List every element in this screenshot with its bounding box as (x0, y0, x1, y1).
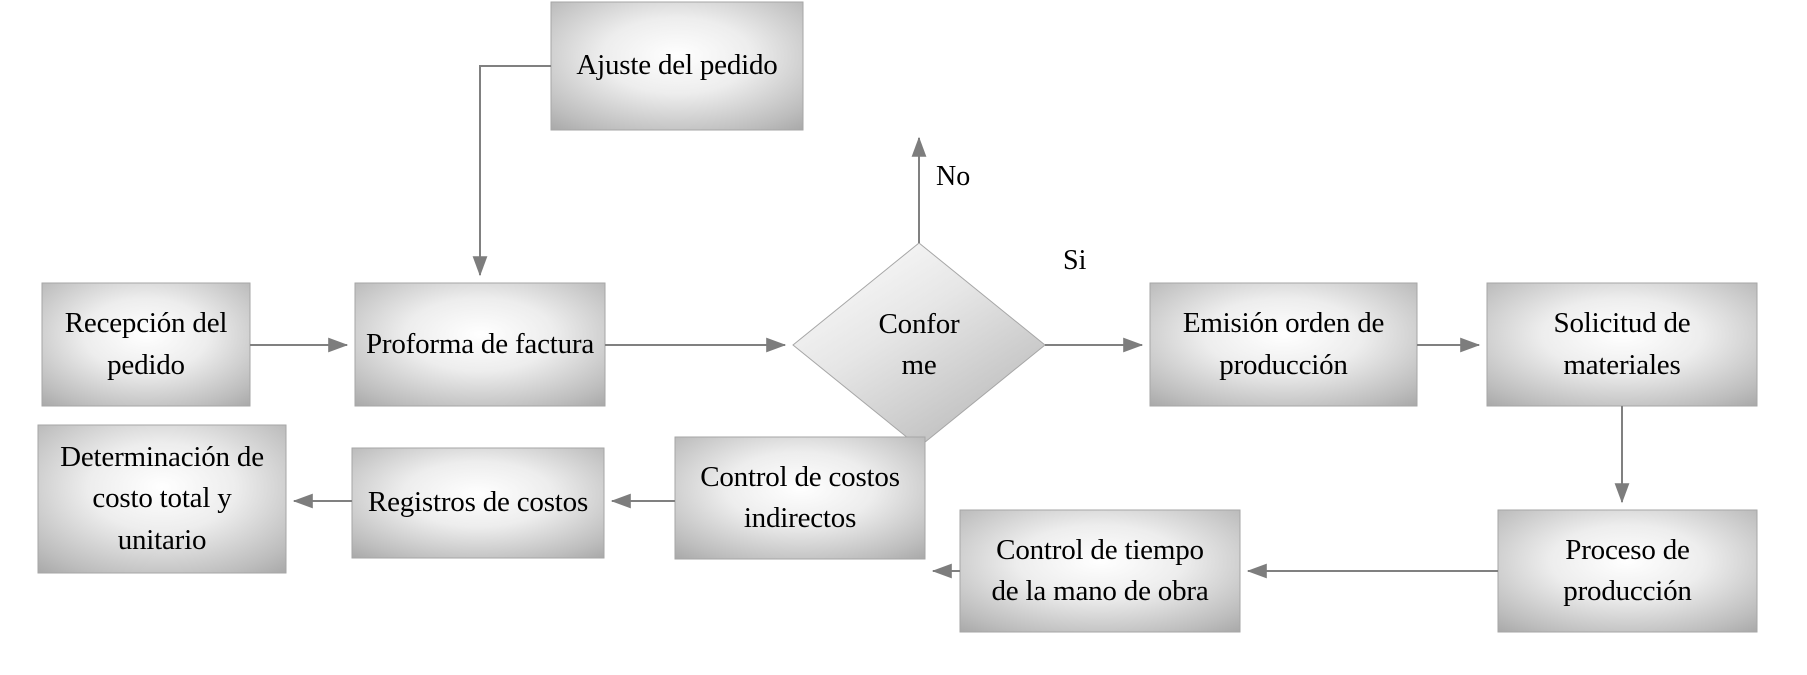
edge-label-label-si: Si (1063, 245, 1087, 276)
node-emision-orden-de-produccion[interactable] (1149, 282, 1418, 407)
edge-ajuste-to-proforma[interactable] (472, 65, 551, 277)
nodes-layer (37, 1, 1758, 633)
edges-layer (250, 65, 1630, 579)
node-determinacion-de-costo-total-y-unitario[interactable] (37, 424, 287, 574)
node-recepcion-del-pedido[interactable] (41, 282, 251, 407)
node-control-de-costos-indirectos[interactable] (674, 436, 926, 560)
node-conforme[interactable] (792, 242, 1046, 448)
node-proceso-de-produccion[interactable] (1497, 509, 1758, 633)
node-registros-de-costos[interactable] (351, 447, 605, 559)
node-proforma-de-factura[interactable] (354, 282, 606, 407)
node-control-de-tiempo-de-la-mano-de-obra[interactable] (959, 509, 1241, 633)
node-ajuste-del-pedido[interactable] (550, 1, 804, 131)
node-solicitud-de-materiales[interactable] (1486, 282, 1758, 407)
edge-label-label-no: No (936, 161, 971, 192)
